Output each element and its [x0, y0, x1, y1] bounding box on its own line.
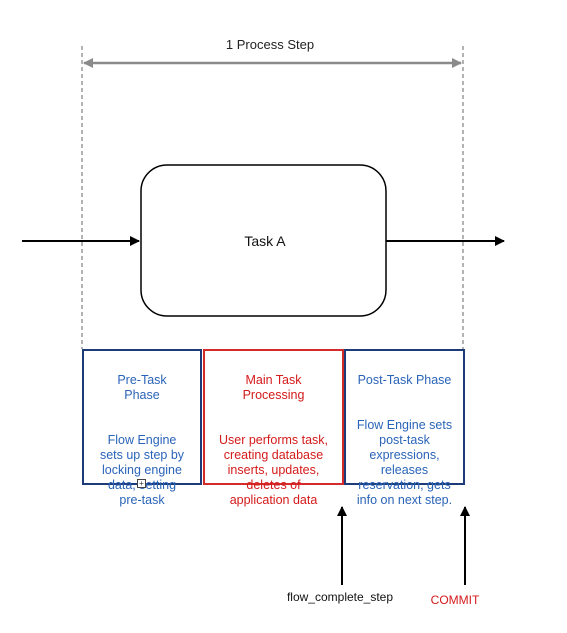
pre-task-phase-title: Pre-Task Phase: [117, 373, 167, 402]
post-task-phase-box: Post-Task Phase Flow Engine sets post-ta…: [344, 349, 465, 507]
task-a-label: Task A: [244, 233, 286, 249]
flow-complete-step-label: flow_complete_step: [286, 590, 394, 604]
main-task-processing-title: Main Task Processing: [242, 373, 305, 402]
pre-task-phase-box: Pre-Task Phase Flow Engine sets up step …: [82, 349, 202, 507]
commit-label: COMMIT: [430, 593, 480, 607]
expand-handle-icon[interactable]: +: [137, 479, 146, 488]
main-task-processing-box: Main Task Processing User performs task,…: [203, 349, 344, 507]
main-task-processing-description: User performs task, creating database in…: [218, 433, 329, 507]
post-task-phase-title: Post-Task Phase: [357, 373, 452, 387]
post-task-phase-description: Flow Engine sets post-task expressions, …: [356, 418, 453, 507]
process-step-label: 1 Process Step: [225, 37, 315, 52]
pre-task-phase-description: Flow Engine sets up step by locking engi…: [99, 433, 185, 507]
